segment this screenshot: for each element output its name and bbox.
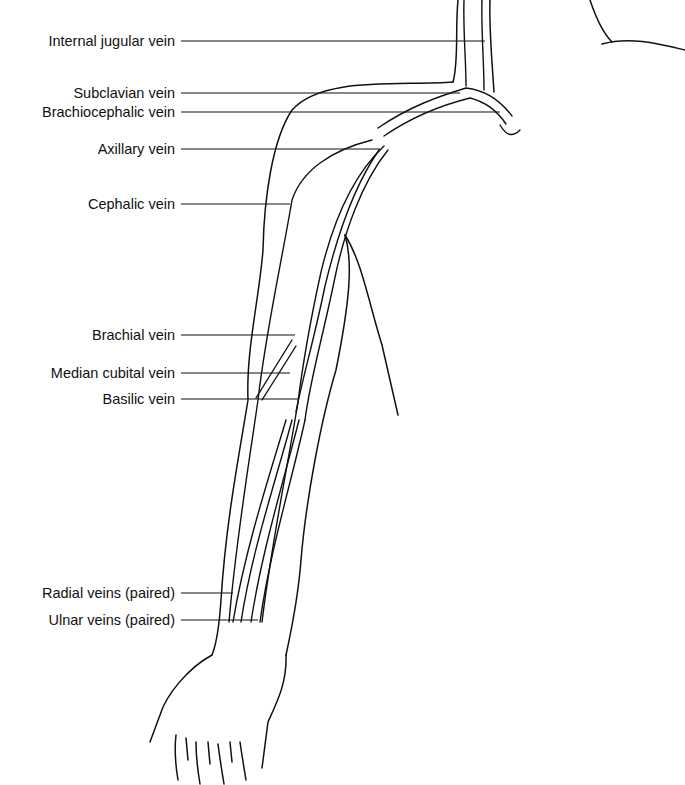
leader-lines (181, 41, 500, 620)
part-label: Axillary vein (97, 140, 176, 158)
part-label: Cephalic vein (87, 195, 176, 213)
part-label: Subclavian vein (72, 84, 176, 102)
part-label: Brachial vein (91, 326, 176, 344)
part-label: Basilic vein (101, 390, 176, 408)
part-label: Brachiocephalic vein (41, 103, 176, 121)
part-label: Radial veins (paired) (41, 584, 176, 602)
part-label: Internal jugular vein (47, 32, 176, 50)
part-label: Ulnar veins (paired) (47, 611, 176, 629)
part-label: Median cubital vein (50, 364, 176, 382)
arm-outline (150, 0, 685, 784)
